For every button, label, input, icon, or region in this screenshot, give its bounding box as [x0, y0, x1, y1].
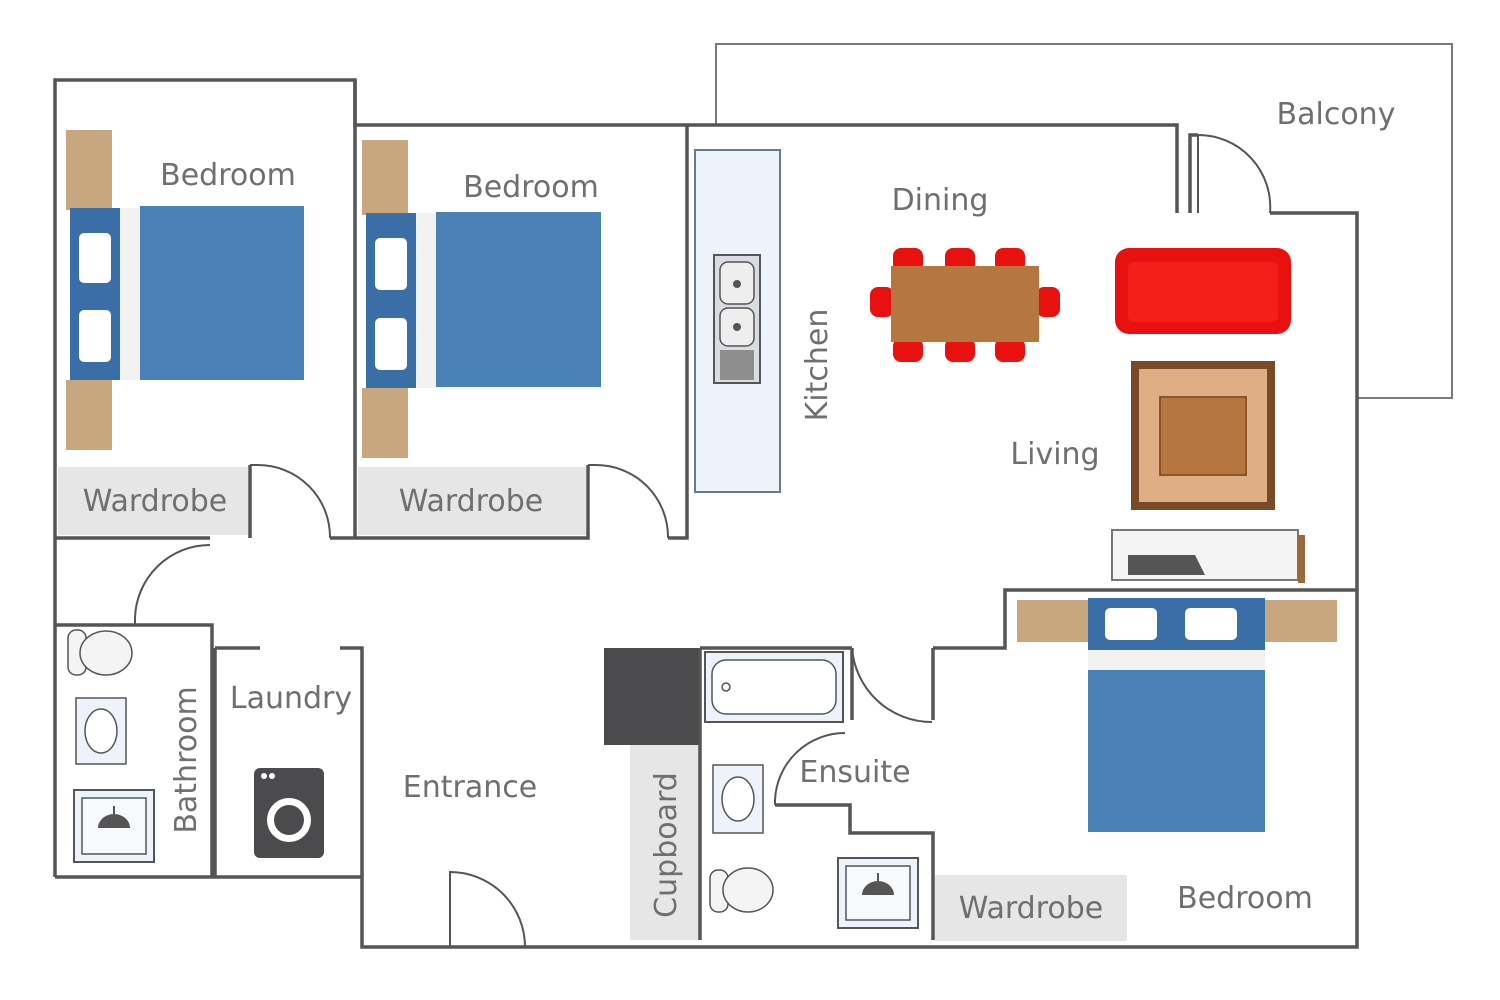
label-kitchen: Kitchen: [800, 309, 835, 422]
wardrobes: [58, 467, 1127, 941]
wardrobe-1: [58, 467, 248, 535]
bed-2: [362, 140, 601, 458]
door-entrance: [449, 870, 526, 948]
ensuite-fixtures: [704, 651, 919, 929]
washing-machine: [254, 768, 324, 858]
label-bedroom-3: Bedroom: [1177, 881, 1313, 916]
rug-coffee-table: [1131, 361, 1275, 510]
label-ensuite: Ensuite: [799, 755, 910, 790]
sofa: [1115, 248, 1291, 334]
bed-3: [1017, 598, 1337, 832]
door-bedroom-2: [588, 464, 670, 539]
tv-unit: [1111, 529, 1305, 583]
label-cupboard: Cupboard: [649, 772, 684, 918]
label-wardrobe-3: Wardrobe: [959, 891, 1104, 926]
label-laundry: Laundry: [230, 681, 352, 716]
dining-table: [870, 248, 1060, 362]
label-bedroom-2: Bedroom: [463, 170, 599, 205]
kitchen-bench: [694, 149, 781, 493]
balcony-outline: [715, 43, 1453, 399]
label-bedroom-1: Bedroom: [160, 158, 296, 193]
door-ensuite: [851, 647, 933, 724]
cupboard-dark-block: [604, 648, 700, 745]
label-entrance: Entrance: [403, 770, 537, 805]
doors: [134, 133, 1272, 948]
door-ensuite-inner: [774, 731, 846, 805]
label-dining: Dining: [892, 183, 989, 218]
wardrobe-2: [358, 467, 586, 535]
label-wardrobe-2: Wardrobe: [399, 484, 544, 519]
wardrobe-3: [935, 875, 1127, 941]
walls: [53, 78, 1359, 949]
bathroom-fixtures: [67, 629, 155, 863]
label-wardrobe-1: Wardrobe: [83, 484, 228, 519]
bed-1: [66, 130, 304, 450]
label-balcony: Balcony: [1277, 97, 1396, 132]
room-labels: Bedroom Bedroom Wardrobe Wardrobe Dining…: [83, 97, 1396, 926]
door-bathroom: [134, 544, 211, 625]
door-bedroom-1: [250, 464, 332, 539]
label-living: Living: [1010, 437, 1099, 472]
cupboard: [630, 745, 700, 940]
label-bathroom: Bathroom: [169, 686, 204, 833]
door-balcony: [1197, 133, 1272, 214]
